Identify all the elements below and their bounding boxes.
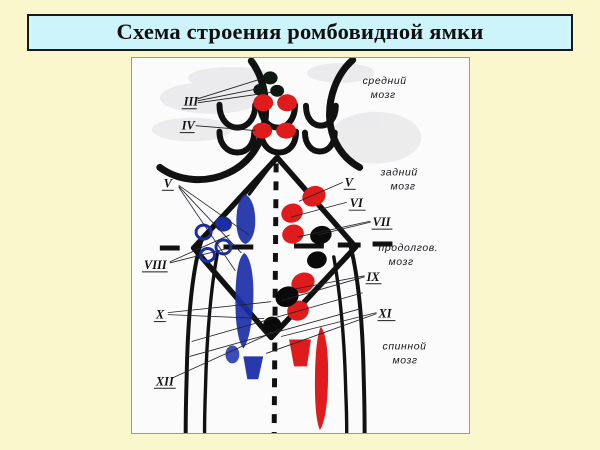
red-nuclei-upper	[252, 94, 298, 139]
region-label-hindbrain-line2: мозг	[390, 181, 415, 192]
blue-nuclei-group	[215, 194, 264, 380]
region-label-spinal-cord: спинной мозг	[383, 341, 427, 366]
medullary-striae-dashes	[159, 241, 393, 251]
midbrain-contours	[156, 58, 364, 184]
nerve-label-v-left: V	[164, 176, 174, 190]
region-label-medulla: продолгов. мозг	[379, 243, 439, 268]
nerve-label-ix: IX	[366, 270, 381, 284]
nerve-label-v-right: V	[345, 175, 355, 189]
region-label-midbrain-line1: средний	[363, 76, 407, 87]
nerve-label-vi: VI	[350, 196, 364, 210]
leader-lines-upper	[195, 77, 276, 132]
nerve-labels-right: V VI VII IX XI	[343, 175, 396, 322]
nerve-label-iv: IV	[181, 119, 197, 133]
nerve-label-viii: VIII	[144, 258, 168, 272]
nerve-label-vii: VII	[373, 215, 392, 229]
region-label-medulla-line2: мозг	[388, 257, 413, 268]
region-label-midbrain-line2: мозг	[371, 90, 396, 101]
diagram-panel: III IV	[131, 57, 470, 434]
region-label-medulla-line1: продолгов.	[379, 243, 439, 254]
nerve-label-x: X	[155, 308, 165, 322]
region-label-spinal-line2: мозг	[392, 355, 417, 366]
nerve-label-iii: III	[183, 95, 200, 109]
black-nuclei-upper	[253, 71, 285, 97]
leader-lines-lower	[167, 181, 377, 379]
slide-title-banner: Схема строения ромбовидной ямки	[27, 14, 573, 51]
nerve-label-xi: XI	[378, 307, 393, 321]
region-label-hindbrain-line1: задний	[380, 167, 418, 178]
page-title: Схема строения ромбовидной ямки	[116, 19, 484, 45]
region-label-midbrain: средний мозг	[363, 76, 407, 101]
nerve-label-xii: XII	[155, 374, 175, 388]
red-nuclei-fossa	[281, 185, 329, 431]
nerve-labels-left: V VIII X XII	[141, 176, 176, 389]
region-label-hindbrain: задний мозг	[380, 167, 418, 192]
rhomboid-fossa-diagram: III IV	[132, 58, 469, 433]
region-label-spinal-line1: спинной	[383, 341, 427, 352]
